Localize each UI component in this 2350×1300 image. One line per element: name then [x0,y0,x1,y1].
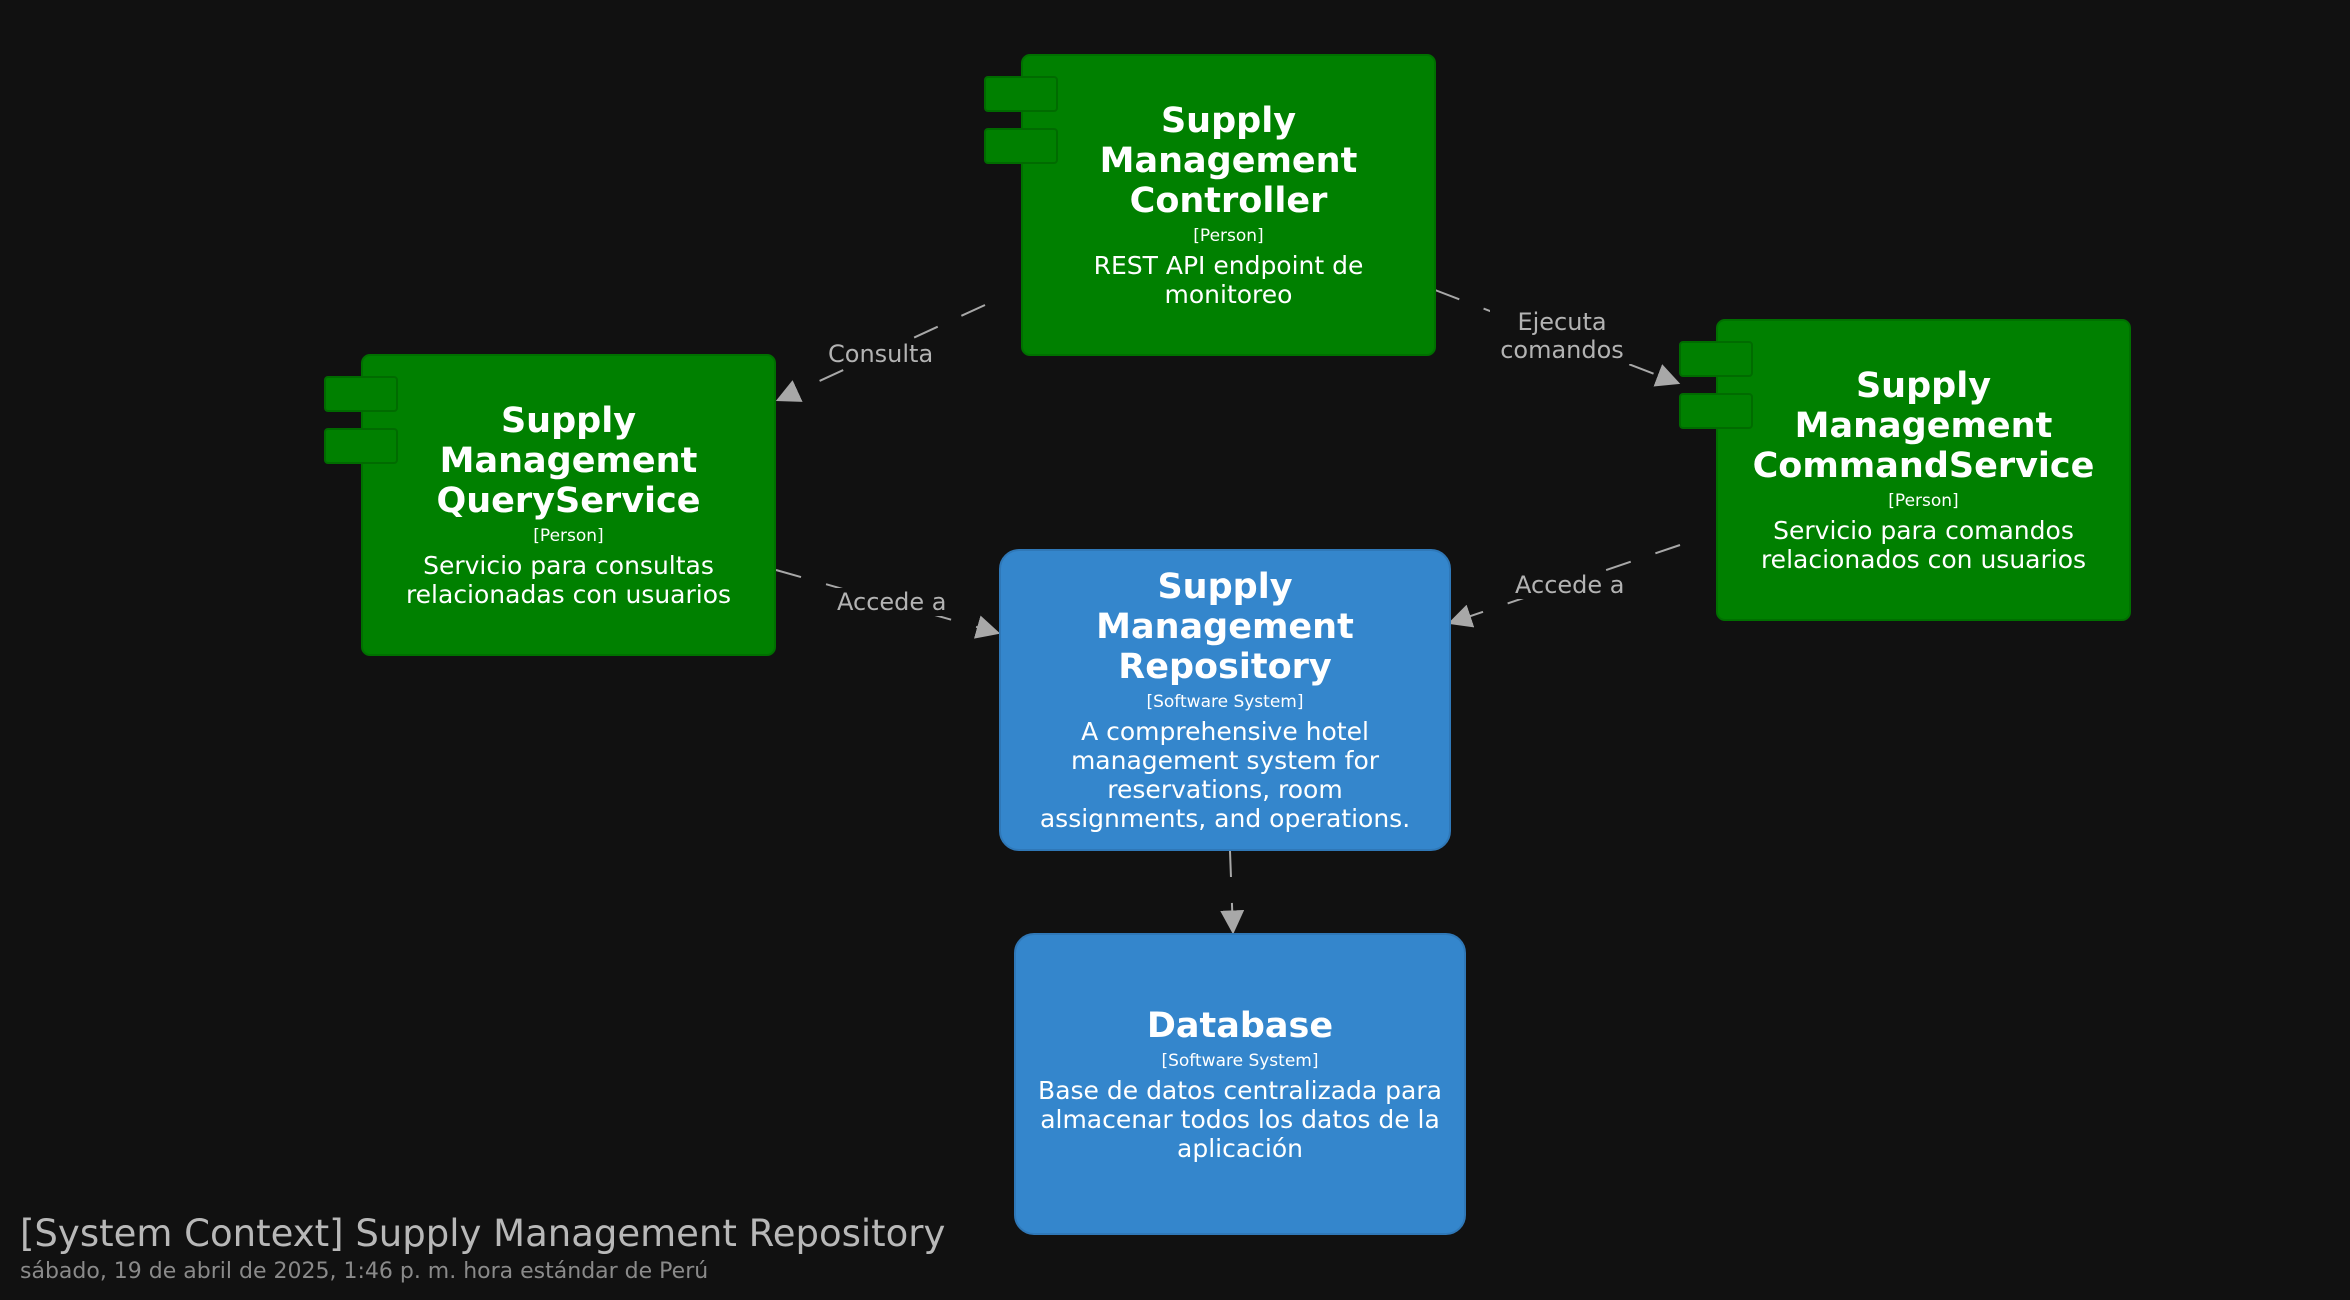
node-query-service-tag: [Person] [533,526,604,546]
node-database[interactable]: Database [Software System] Base de datos… [1014,933,1466,1235]
node-database-title: Database [1146,1005,1334,1046]
component-tab-icon [1679,393,1753,429]
node-command-service[interactable]: Supply Management CommandService [Person… [1716,319,2131,621]
node-controller-description: REST API endpoint de monitoreo [1093,251,1364,309]
diagram-title: [System Context] Supply Management Repos… [20,1212,946,1255]
node-query-service[interactable]: Supply Management QueryService [Person] … [361,354,776,656]
edge-controller-to-command [1434,289,1681,387]
edge-label-consulta: Consulta [824,340,938,368]
node-query-service-title: Supply Management QueryService [436,401,701,521]
edge-label-accede-a-right: Accede a [1511,571,1629,599]
node-repository-tag: [Software System] [1146,692,1304,712]
component-tab-icon [324,428,398,464]
node-query-service-description: Servicio para consultas relacionadas con… [405,551,732,609]
node-command-service-title: Supply Management CommandService [1752,366,2095,486]
diagram-subtitle: sábado, 19 de abril de 2025, 1:46 p. m. … [20,1259,709,1284]
component-tab-icon [324,376,398,412]
component-tab-icon [1679,341,1753,377]
component-tab-icon [984,128,1058,164]
edge-label-ejecuta-comandos: Ejecuta comandos [1490,308,1634,364]
node-database-description: Base de datos centralizada para almacena… [1038,1075,1442,1163]
node-controller-tag: [Person] [1193,226,1264,246]
node-repository-description: A comprehensive hotel management system … [1039,717,1411,833]
node-repository-title: Supply Management Repository [1096,567,1354,687]
node-command-service-description: Servicio para comandos relacionados con … [1760,516,2087,574]
node-controller-title: Supply Management Controller [1099,101,1358,221]
component-tab-icon [984,76,1058,112]
node-repository[interactable]: Supply Management Repository [Software S… [999,549,1451,851]
node-controller[interactable]: Supply Management Controller [Person] RE… [1021,54,1436,356]
node-command-service-tag: [Person] [1888,491,1959,511]
edge-label-accede-a-left: Accede a [833,588,951,616]
edge-repository-to-database [1220,850,1245,935]
node-database-tag: [Software System] [1161,1050,1319,1071]
